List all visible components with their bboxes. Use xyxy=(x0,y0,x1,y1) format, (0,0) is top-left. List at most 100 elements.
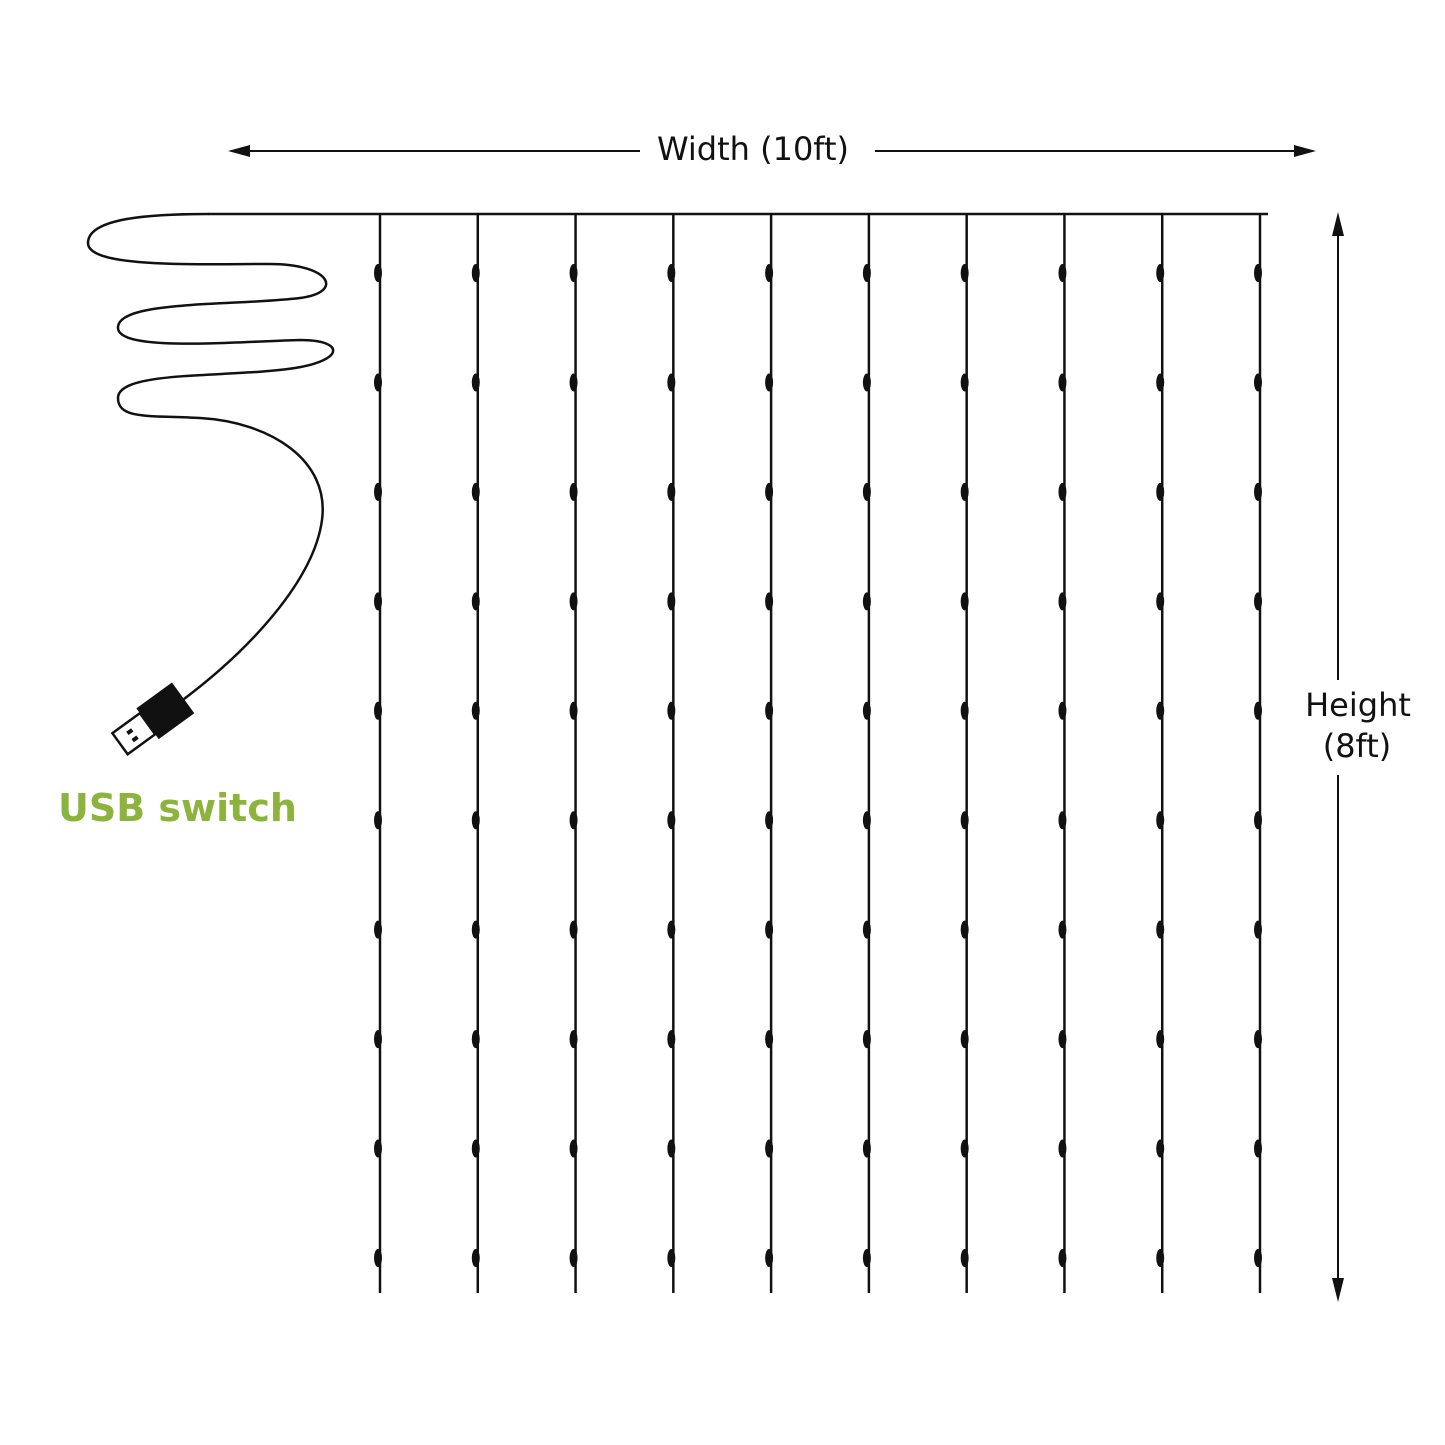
bulb xyxy=(862,373,871,392)
bulb xyxy=(1156,811,1165,830)
bulb xyxy=(765,1030,774,1049)
bulb xyxy=(569,264,578,282)
bulb xyxy=(1254,1249,1262,1267)
height-label-line1: Height xyxy=(1305,686,1411,724)
bulb xyxy=(1058,1030,1067,1049)
bulb xyxy=(862,920,871,939)
bulb xyxy=(1156,1249,1165,1267)
bulb xyxy=(1156,920,1165,939)
usb-plug-icon xyxy=(110,682,195,756)
usb-plug-metal xyxy=(110,711,157,756)
bulb xyxy=(1254,701,1262,720)
bulb xyxy=(862,482,871,501)
bulb xyxy=(1254,264,1262,282)
height-label-line2: (8ft) xyxy=(1323,727,1392,765)
bulb xyxy=(667,811,676,830)
bulb xyxy=(569,920,578,939)
bulb xyxy=(471,373,480,392)
bulb xyxy=(374,811,382,830)
usb-plug-pin-1 xyxy=(126,728,134,736)
bulb xyxy=(1254,1030,1262,1049)
height-arrow-bottom-head xyxy=(1332,1278,1344,1302)
bulb xyxy=(667,482,676,501)
bulb xyxy=(1156,701,1165,720)
bulb xyxy=(374,482,382,501)
bulb xyxy=(765,592,774,611)
bulb xyxy=(374,1139,382,1158)
bulb xyxy=(765,920,774,939)
bulb xyxy=(1254,811,1262,830)
bulb xyxy=(1254,482,1262,501)
light-strands xyxy=(374,214,1262,1293)
bulb xyxy=(1156,264,1165,282)
bulb xyxy=(667,373,676,392)
bulb xyxy=(374,1249,382,1267)
height-arrow-top-head xyxy=(1332,212,1344,236)
width-arrow-left-head xyxy=(228,145,250,157)
bulb xyxy=(667,264,676,282)
bulb xyxy=(1058,482,1067,501)
bulb xyxy=(374,264,382,282)
bulb xyxy=(960,701,969,720)
bulb xyxy=(862,592,871,611)
bulb xyxy=(1058,1139,1067,1158)
bulb xyxy=(960,811,969,830)
bulb xyxy=(667,1249,676,1267)
bulb xyxy=(569,592,578,611)
bulb xyxy=(765,1139,774,1158)
bulb xyxy=(1156,482,1165,501)
bulb xyxy=(960,1249,969,1267)
bulb xyxy=(862,1139,871,1158)
bulb xyxy=(1058,592,1067,611)
bulb xyxy=(765,373,774,392)
bulb xyxy=(1058,373,1067,392)
width-label: Width (10ft) xyxy=(657,130,849,168)
bulb xyxy=(667,701,676,720)
bulb xyxy=(667,1139,676,1158)
bulb xyxy=(862,811,871,830)
height-label-backdrop xyxy=(1298,680,1418,775)
bulb xyxy=(1254,373,1262,392)
bulb xyxy=(765,482,774,501)
bulb xyxy=(569,811,578,830)
usb-cable xyxy=(86,212,335,704)
bulb xyxy=(374,701,382,720)
bulb xyxy=(862,1030,871,1049)
bulb xyxy=(862,1249,871,1267)
bulb xyxy=(374,920,382,939)
bulb xyxy=(765,264,774,282)
width-dimension: Width (10ft) xyxy=(228,130,1316,168)
bulb xyxy=(569,482,578,501)
bulb xyxy=(471,701,480,720)
bulb xyxy=(667,920,676,939)
bulb xyxy=(1156,592,1165,611)
bulb xyxy=(1058,701,1067,720)
bulb xyxy=(374,592,382,611)
bulb xyxy=(374,373,382,392)
bulb xyxy=(471,482,480,501)
bulb xyxy=(471,920,480,939)
bulb xyxy=(1156,373,1165,392)
bulb xyxy=(471,1249,480,1267)
bulb xyxy=(569,1139,578,1158)
bulb xyxy=(667,1030,676,1049)
bulb xyxy=(1254,592,1262,611)
width-arrow-right-head xyxy=(1294,145,1316,157)
bulb xyxy=(1156,1139,1165,1158)
bulb xyxy=(1156,1030,1165,1049)
bulb xyxy=(765,1249,774,1267)
bulb xyxy=(1254,920,1262,939)
bulb xyxy=(471,811,480,830)
bulb xyxy=(1058,811,1067,830)
bulb xyxy=(960,592,969,611)
bulb xyxy=(862,701,871,720)
bulb xyxy=(960,264,969,282)
bulb xyxy=(960,1030,969,1049)
bulb xyxy=(960,482,969,501)
bulb xyxy=(960,373,969,392)
bulb xyxy=(569,701,578,720)
bulb xyxy=(471,1030,480,1049)
bulb xyxy=(569,1249,578,1267)
bulb xyxy=(960,920,969,939)
